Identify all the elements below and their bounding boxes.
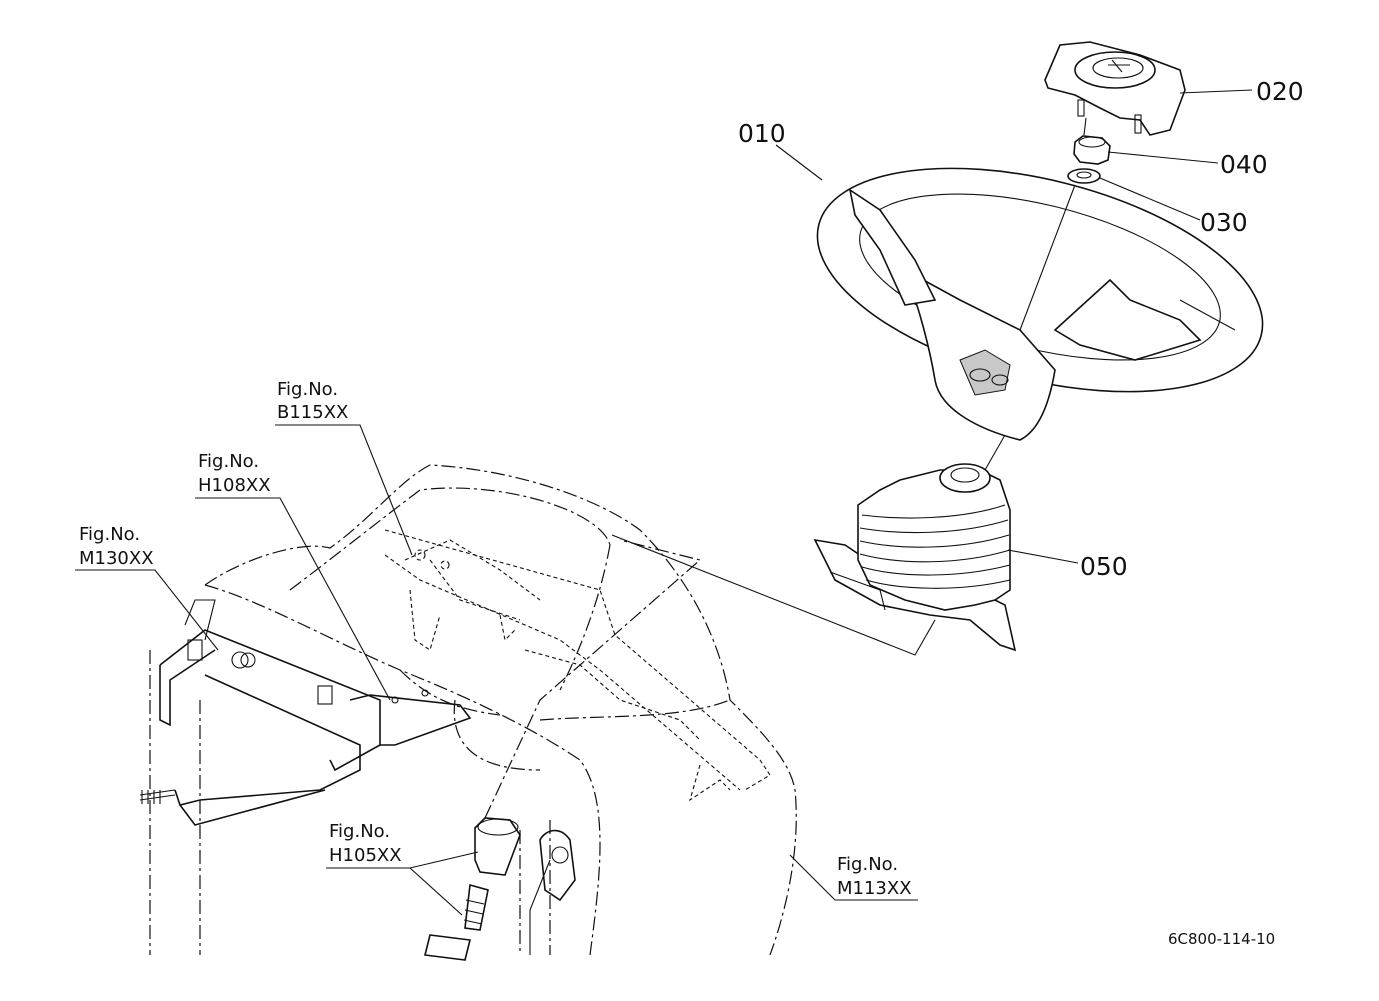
ref-m113xx-line1: Fig.No. — [837, 854, 898, 875]
leader-030 — [1099, 177, 1201, 221]
panel-components — [384, 529, 771, 802]
side-mount — [529, 829, 576, 955]
ref-h105xx: Fig.No. H105XX — [329, 821, 402, 866]
ref-b115xx-line1: Fig.No. — [277, 379, 338, 400]
part-label-050: 050 — [1080, 552, 1128, 581]
leader-h108 — [195, 497, 391, 701]
washer — [1067, 168, 1101, 184]
leader-m113 — [789, 854, 918, 901]
ref-h105xx-line2: H105XX — [329, 845, 402, 866]
part-label-010: 010 — [738, 119, 786, 148]
ref-m130xx: Fig.No. M130XX — [79, 524, 154, 569]
ref-h108xx-line2: H108XX — [198, 475, 271, 496]
part-label-040: 040 — [1220, 150, 1268, 179]
part-label-030: 030 — [1200, 208, 1248, 237]
ref-b115xx-line2: B115XX — [277, 402, 348, 423]
drawing-code: 6C800-114-10 — [1168, 930, 1275, 948]
ref-b115xx: Fig.No. B115XX — [277, 379, 348, 423]
support-bracket — [139, 599, 472, 826]
ref-m130xx-line1: Fig.No. — [79, 524, 140, 545]
leader-050 — [1007, 549, 1079, 564]
leader-040 — [1107, 151, 1219, 164]
dashboard-housing — [149, 464, 797, 956]
steering-column — [424, 539, 702, 961]
ref-h105xx-line1: Fig.No. — [329, 821, 390, 842]
ref-m130xx-line2: M130XX — [79, 548, 154, 569]
leader-lines — [75, 89, 1253, 916]
part-label-020: 020 — [1256, 77, 1304, 106]
steering-wheel — [816, 167, 1264, 441]
leader-b115 — [275, 424, 413, 556]
leader-010 — [775, 144, 823, 181]
ref-m113xx: Fig.No. M113XX — [837, 854, 912, 899]
assembly-axis — [611, 117, 1087, 656]
leader-020 — [1179, 89, 1253, 94]
ref-h108xx: Fig.No. H108XX — [198, 451, 271, 496]
ref-h108xx-line1: Fig.No. — [198, 451, 259, 472]
ref-m113xx-line2: M113XX — [837, 878, 912, 899]
horn-cap — [1044, 41, 1186, 136]
leader-m130 — [75, 569, 219, 651]
boot-cover — [813, 463, 1017, 652]
nut — [1073, 135, 1111, 165]
